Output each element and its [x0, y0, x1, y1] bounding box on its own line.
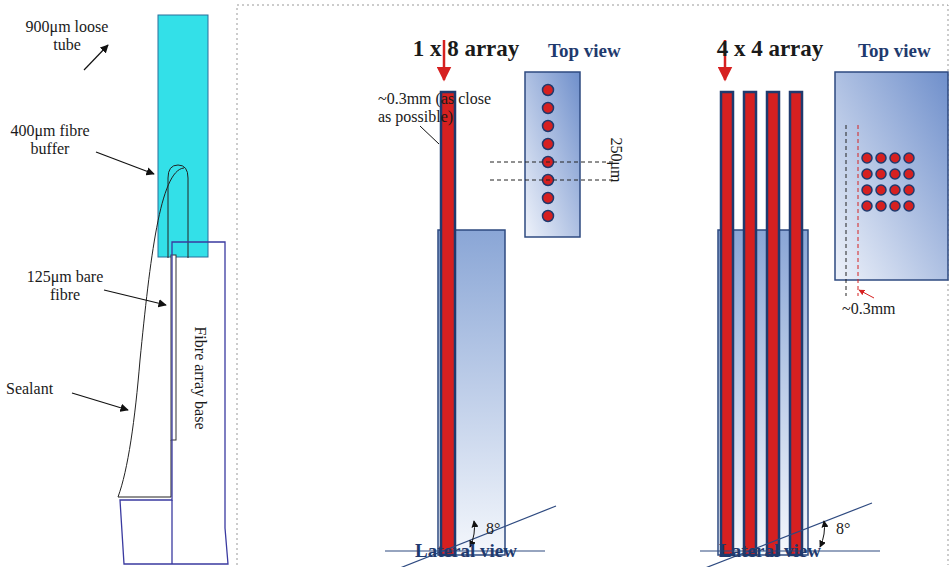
fibre-dot	[543, 121, 554, 132]
fibre-dot	[890, 169, 900, 179]
array-title: 4 x 4 array	[717, 36, 824, 62]
part-label: 125μm bare fibre	[22, 268, 108, 304]
fibre-dot	[862, 185, 872, 195]
leader-line	[96, 152, 154, 174]
dimension-label: ~0.3mm (as close as possible)	[378, 90, 508, 126]
view-label: Lateral view	[415, 540, 517, 562]
fibre-dot	[876, 185, 886, 195]
base-outline	[116, 238, 230, 567]
fibre	[744, 92, 756, 555]
fibre-dot	[876, 169, 886, 179]
top-view-block	[835, 72, 948, 280]
panel-border	[237, 5, 948, 565]
angle-line	[700, 503, 872, 567]
angle-line	[400, 506, 556, 567]
loose-tube	[158, 15, 208, 257]
fibre-dot	[543, 85, 554, 96]
fibre-dot	[876, 201, 886, 211]
gap-line	[846, 125, 847, 296]
dimension-label: 250μm	[607, 137, 625, 182]
fibre-dot	[876, 153, 886, 163]
view-label: Top view	[548, 40, 621, 62]
dimension-label: ~0.3mm	[842, 300, 896, 318]
gap-line	[858, 125, 859, 296]
fibre-dots	[862, 153, 914, 211]
fibre-dot	[543, 193, 554, 204]
top-view-block	[525, 72, 580, 237]
fibre-dot	[890, 185, 900, 195]
leader-line	[84, 45, 108, 70]
fibre-dot	[904, 185, 914, 195]
leader-line	[104, 290, 166, 305]
leader-line	[420, 126, 439, 144]
fibre-dot	[890, 153, 900, 163]
part-label: 400μm fibre buffer	[4, 122, 96, 158]
fibre-dot	[543, 139, 554, 150]
fibre-dots	[543, 85, 554, 222]
part-label: Sealant	[6, 380, 53, 398]
base-outline-path	[120, 242, 228, 564]
angle-label: 8°	[486, 520, 500, 538]
base-step	[171, 500, 172, 564]
fibres	[721, 92, 802, 555]
fibre-dot	[904, 169, 914, 179]
fibre-dot	[904, 201, 914, 211]
fibre-dot	[543, 211, 554, 222]
sealant	[118, 168, 184, 497]
base-label: Fibre array base	[191, 326, 209, 429]
fibre	[721, 92, 733, 555]
view-label: Lateral view	[719, 540, 821, 562]
gap-arrow	[859, 290, 874, 298]
fibre-dot	[862, 169, 872, 179]
fibre-dot	[862, 201, 872, 211]
pitch-line	[490, 180, 615, 181]
fibre	[441, 92, 455, 555]
view-label: Top view	[858, 40, 931, 62]
fibre-dot	[543, 103, 554, 114]
leader-line	[72, 393, 128, 410]
part-label: 900μm loose tube	[22, 18, 112, 54]
pitch-line	[490, 162, 615, 163]
fibre-dot	[890, 201, 900, 211]
fibre-dot	[904, 153, 914, 163]
fibre	[790, 92, 802, 555]
array-title: 1 x 8 array	[413, 36, 520, 62]
fibre-array-base: Fibre array base	[116, 238, 230, 567]
fibre	[767, 92, 779, 555]
fibre-dot	[862, 153, 872, 163]
angle-label: 8°	[836, 520, 850, 538]
